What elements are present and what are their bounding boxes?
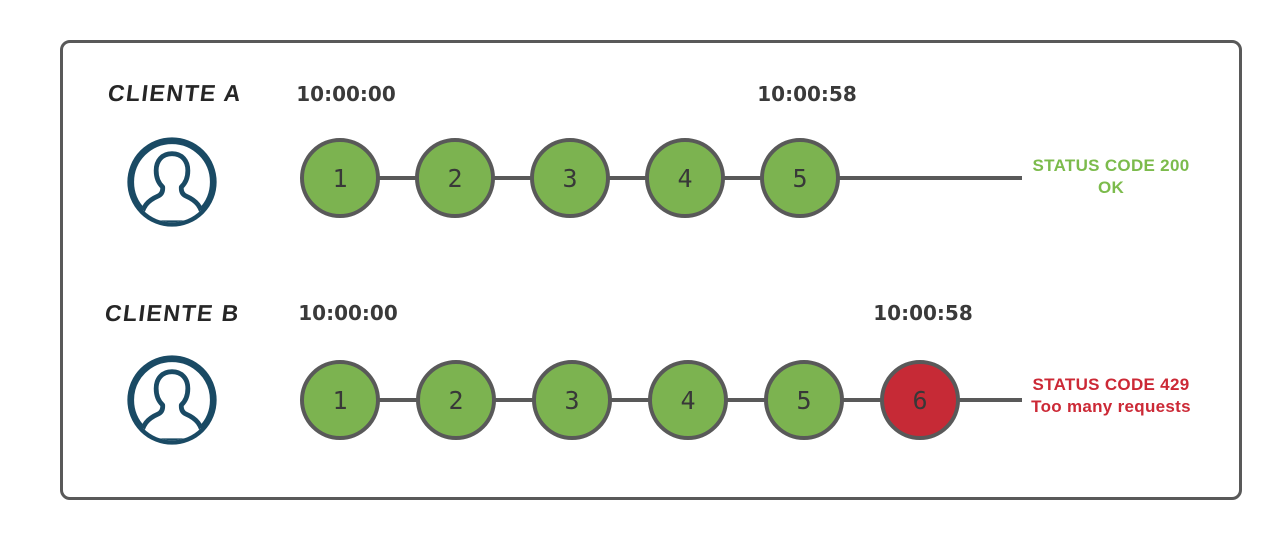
step-number: 4 [680,385,696,415]
step-number: 1 [332,385,348,415]
status-code-text: STATUS CODE 200 [1032,156,1190,175]
step-number: 4 [677,163,693,193]
row-a-start-time: 10:00:00 [296,82,396,106]
client-a-label: CLIENTE A [106,80,244,106]
step-number: 5 [796,385,812,415]
step-circle: 1 [300,360,380,440]
step-number: 6 [912,385,928,415]
row-a-status: STATUS CODE 200 OK [1026,155,1196,199]
step-number: 3 [564,385,580,415]
row-a-end-time: 10:00:58 [757,82,857,106]
step-number: 3 [562,163,578,193]
step-circle: 2 [415,138,495,218]
step-circle: 3 [532,360,612,440]
diagram-frame [60,40,1242,500]
step-number: 1 [332,163,348,193]
step-circle: 4 [648,360,728,440]
row-b-start-time: 10:00:00 [298,301,398,325]
step-circle: 4 [645,138,725,218]
step-circle: 1 [300,138,380,218]
user-avatar-icon [127,137,217,227]
step-number: 2 [448,385,464,415]
client-b-label: CLIENTE B [103,300,242,326]
row-b-status: STATUS CODE 429 Too many requests [1026,374,1196,418]
step-circle: 5 [764,360,844,440]
status-message-text: OK [1097,178,1125,197]
step-number: 2 [447,163,463,193]
step-circle: 5 [760,138,840,218]
step-circle: 2 [416,360,496,440]
step-circle: 3 [530,138,610,218]
status-message-text: Too many requests [1031,397,1191,416]
step-circle-rate-limited: 6 [880,360,960,440]
user-avatar-icon [127,355,217,445]
row-b-end-time: 10:00:58 [873,301,973,325]
step-number: 5 [792,163,808,193]
status-code-text: STATUS CODE 429 [1032,375,1190,394]
